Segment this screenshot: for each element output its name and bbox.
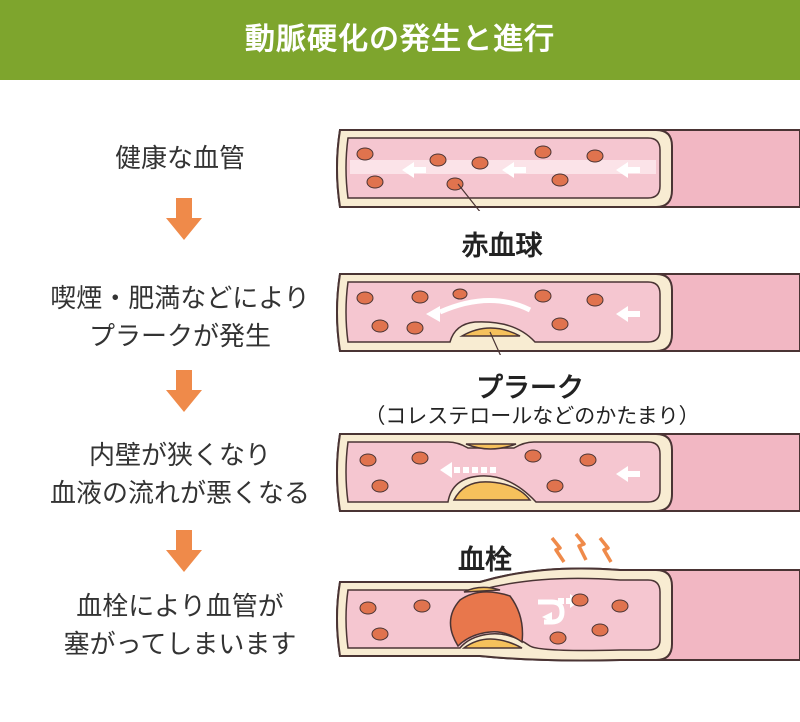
stage-2-line2: プラークが発生: [88, 322, 271, 352]
plaque-note: （コレステロールなどのかたまり）: [364, 404, 700, 428]
alert-lightning-icon: [550, 532, 613, 563]
blocked-vessel-diagram: [336, 567, 800, 662]
stage-4-text: 血栓により血管が 塞がってしまいます: [0, 588, 360, 664]
down-arrow-icon: [166, 198, 202, 240]
stage-1-text: 健康な血管: [0, 140, 360, 178]
stage-3-line2: 血液の流れが悪くなる: [49, 479, 310, 509]
healthy-vessel-diagram: [336, 129, 800, 211]
stage-2-line1: 喫煙・肥満などにより: [50, 284, 310, 314]
stage-3-text: 内壁が狭くなり 血液の流れが悪くなる: [0, 437, 360, 513]
page-title: 動脈硬化の発生と進行: [0, 0, 800, 80]
stage-3-line1: 内壁が狭くなり: [88, 441, 271, 471]
narrowed-vessel-diagram: [336, 433, 800, 512]
stage-4-line2: 塞がってしまいます: [63, 630, 297, 660]
thrombus-label: 血栓: [458, 545, 512, 576]
stage-4-line1: 血栓により血管が: [76, 592, 284, 622]
down-arrow-icon: [166, 370, 202, 412]
plaque-vessel-diagram: [336, 273, 800, 355]
rbc-label: 赤血球: [461, 231, 543, 262]
down-arrow-icon: [166, 530, 202, 572]
stage-1-line1: 健康な血管: [114, 144, 245, 174]
plaque-label: プラーク: [476, 373, 584, 404]
stage-2-text: 喫煙・肥満などにより プラークが発生: [0, 280, 360, 356]
